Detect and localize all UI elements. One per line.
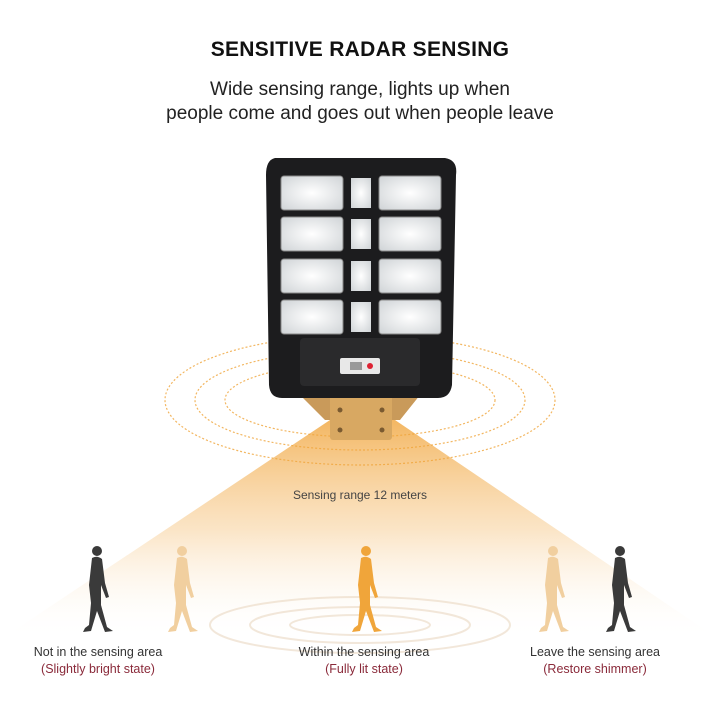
led-panel [378,216,442,252]
sensing-range-label: Sensing range 12 meters [292,488,428,502]
caption-leave-area: Leave the sensing area (Restore shimmer) [530,645,660,676]
lamp-body [266,158,457,398]
led-strip [351,302,371,332]
led-panel [378,175,442,211]
subtitle: Wide sensing range, lights up when peopl… [0,78,720,126]
led-panel [280,258,344,294]
led-panel [378,299,442,335]
caption-not-in-area: Not in the sensing area (Slightly bright… [33,645,163,676]
radar-rings [164,334,556,466]
led-strip [351,219,371,249]
led-panels [280,175,442,335]
caption-within-area: Within the sensing area (Fully lit state… [298,645,430,676]
led-strip [351,261,371,291]
subtitle-line-2: people come and goes out when people lea… [166,103,554,124]
subtitle-line-1: Wide sensing range, lights up when [210,79,510,100]
led-panel [280,175,344,211]
led-panel [280,216,344,252]
page-title: SENSITIVE RADAR SENSING [210,38,510,61]
led-panel [280,299,344,335]
led-panel [378,258,442,294]
led-strip [351,178,371,208]
mount-bracket [300,390,420,440]
